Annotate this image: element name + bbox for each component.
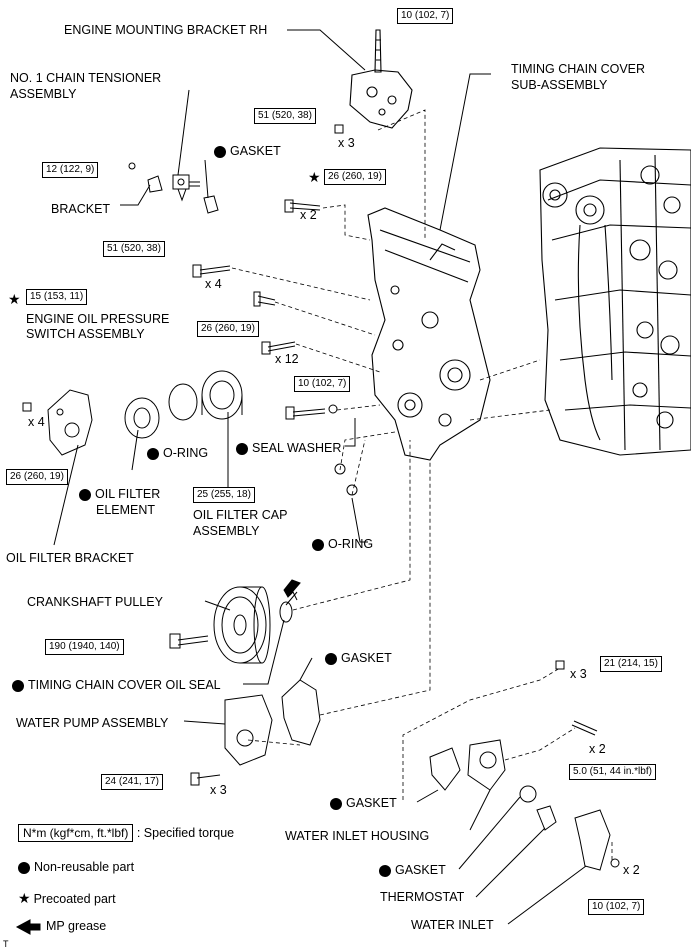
non-reusable-icon (79, 488, 91, 501)
torque-26-x12: 26 (260, 19) (197, 321, 259, 337)
torque-24: 24 (241, 17) (101, 774, 163, 790)
label-gasket-inlet-housing: GASKET (330, 796, 397, 810)
label-engine-oil-pressure-2: SWITCH ASSEMBLY (26, 327, 145, 341)
non-reusable-icon (325, 652, 337, 665)
label-timing-chain-cover-1: TIMING CHAIN COVER (511, 62, 646, 76)
label-engine-mounting-bracket-rh: ENGINE MOUNTING BRACKET RH (64, 23, 268, 37)
dashed-lines (231, 109, 613, 860)
label-oil-filter-element-2: ELEMENT (96, 503, 156, 517)
non-reusable-icon (18, 861, 30, 874)
precoated-26-marker: ★ (308, 170, 324, 185)
torque-26-star: 26 (260, 19) (324, 169, 386, 185)
label-oil-filter-cap-1: OIL FILTER CAP (193, 508, 288, 522)
non-reusable-icon (214, 145, 226, 158)
timing-chain-cover-drawing (367, 207, 491, 461)
legend-torque-box: N*m (kgf*cm, ft.*lbf) (18, 824, 134, 842)
torque-5: 5.0 (51, 44 in.*lbf) (569, 764, 656, 780)
legend-torque-text: : Specified torque (136, 826, 235, 840)
chain-tensioner-drawing (128, 162, 219, 214)
label-gasket-pump: GASKET (325, 651, 392, 665)
star-icon: ★ (308, 169, 321, 185)
star-icon: ★ (8, 291, 21, 307)
non-reusable-icon (312, 538, 324, 551)
qty-cover: x 4 (205, 277, 222, 291)
torque-51-cover: 51 (520, 38) (103, 241, 165, 257)
legend-non-reusable: Non-reusable part (18, 860, 134, 874)
non-reusable-icon (236, 442, 248, 455)
oil-filter-drawing (47, 370, 358, 496)
qty-inlet: x 2 (623, 863, 640, 877)
legend-precoated: ★Precoated part (18, 890, 116, 906)
torque-10-seal: 10 (102, 7) (294, 376, 351, 392)
bolts-drawing (22, 124, 620, 868)
engine-mounting-bracket-drawing (349, 29, 413, 129)
non-reusable-icon (330, 797, 342, 810)
label-seal-washer: SEAL WASHER (236, 441, 341, 455)
non-reusable-icon (379, 864, 391, 877)
label-water-inlet-housing: WATER INLET HOUSING (285, 829, 430, 843)
label-gasket-thermostat: GASKET (379, 863, 446, 877)
label-oil-filter-cap-2: ASSEMBLY (193, 524, 260, 538)
precoated-15-marker: ★ (8, 292, 24, 307)
corner-mark: T (3, 939, 9, 949)
label-no1-chain-tensioner-2: ASSEMBLY (10, 87, 77, 101)
label-o-ring-left: O-RING (147, 446, 208, 460)
qty-24: x 3 (210, 783, 227, 797)
label-thermostat: THERMOSTAT (380, 890, 465, 904)
label-crankshaft-pulley: CRANKSHAFT PULLEY (27, 595, 163, 609)
legend-torque: N*m (kgf*cm, ft.*lbf) : Specified torque (18, 824, 235, 842)
qty-stud: x 2 (589, 742, 606, 756)
label-timing-chain-cover-2: SUB-ASSEMBLY (511, 78, 608, 92)
torque-10-top: 10 (102, 7) (397, 8, 454, 24)
label-oil-filter-bracket: OIL FILTER BRACKET (6, 551, 134, 565)
label-oil-filter-element-1: OIL FILTER (79, 487, 160, 501)
grease-arrow (283, 579, 301, 598)
torque-51-bracket: 51 (520, 38) (254, 108, 316, 124)
torque-12: 12 (122, 9) (42, 162, 99, 178)
torque-21: 21 (214, 15) (600, 656, 662, 672)
torque-15: 15 (153, 11) (26, 289, 88, 305)
qty-x12: x 12 (275, 352, 299, 366)
qty-filter: x 4 (28, 415, 45, 429)
label-timing-chain-cover-oil-seal: TIMING CHAIN COVER OIL SEAL (12, 678, 221, 692)
label-gasket-top: GASKET (214, 144, 281, 158)
qty-star: x 2 (300, 208, 317, 222)
torque-26-filter: 26 (260, 19) (6, 469, 68, 485)
label-bracket: BRACKET (51, 202, 111, 216)
non-reusable-icon (12, 679, 24, 692)
qty-21: x 3 (570, 667, 587, 681)
qty-bracket: x 3 (338, 136, 355, 150)
label-water-pump-assembly: WATER PUMP ASSEMBLY (16, 716, 169, 730)
label-engine-oil-pressure-1: ENGINE OIL PRESSURE (26, 312, 170, 326)
torque-190: 190 (1940, 140) (45, 639, 124, 655)
engine-block-drawing (539, 147, 691, 456)
legend-arrow-icon (15, 919, 41, 935)
star-icon: ★ (18, 890, 31, 906)
legend-mp-grease: MP grease (46, 919, 107, 933)
label-no1-chain-tensioner-1: NO. 1 CHAIN TENSIONER (10, 71, 162, 85)
front-parts-drawing (213, 586, 611, 871)
label-water-inlet: WATER INLET (411, 918, 494, 932)
torque-10-inlet: 10 (102, 7) (588, 899, 645, 915)
leader-lines (53, 29, 587, 925)
torque-25: 25 (255, 18) (193, 487, 255, 503)
label-o-ring-right: O-RING (312, 537, 373, 551)
non-reusable-icon (147, 447, 159, 460)
